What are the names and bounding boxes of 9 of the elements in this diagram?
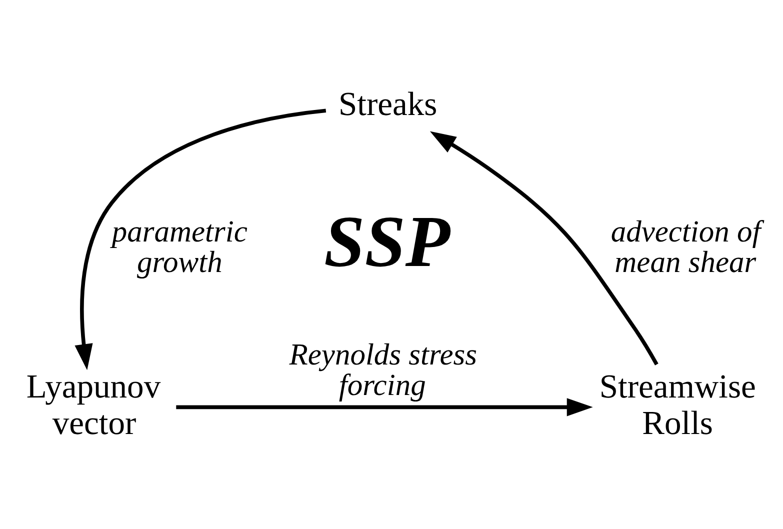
node-text: Lyapunov vector <box>26 368 161 442</box>
edge-label: parametric growth <box>112 214 248 280</box>
arrow <box>176 398 593 416</box>
edge-label: Reynolds stress forcing <box>289 337 478 402</box>
label: SSP <box>324 200 450 282</box>
arrow <box>430 131 658 366</box>
arrow <box>74 108 326 370</box>
node-text: Streaks <box>338 86 438 124</box>
node-text: Streamwise Rolls <box>599 368 756 442</box>
